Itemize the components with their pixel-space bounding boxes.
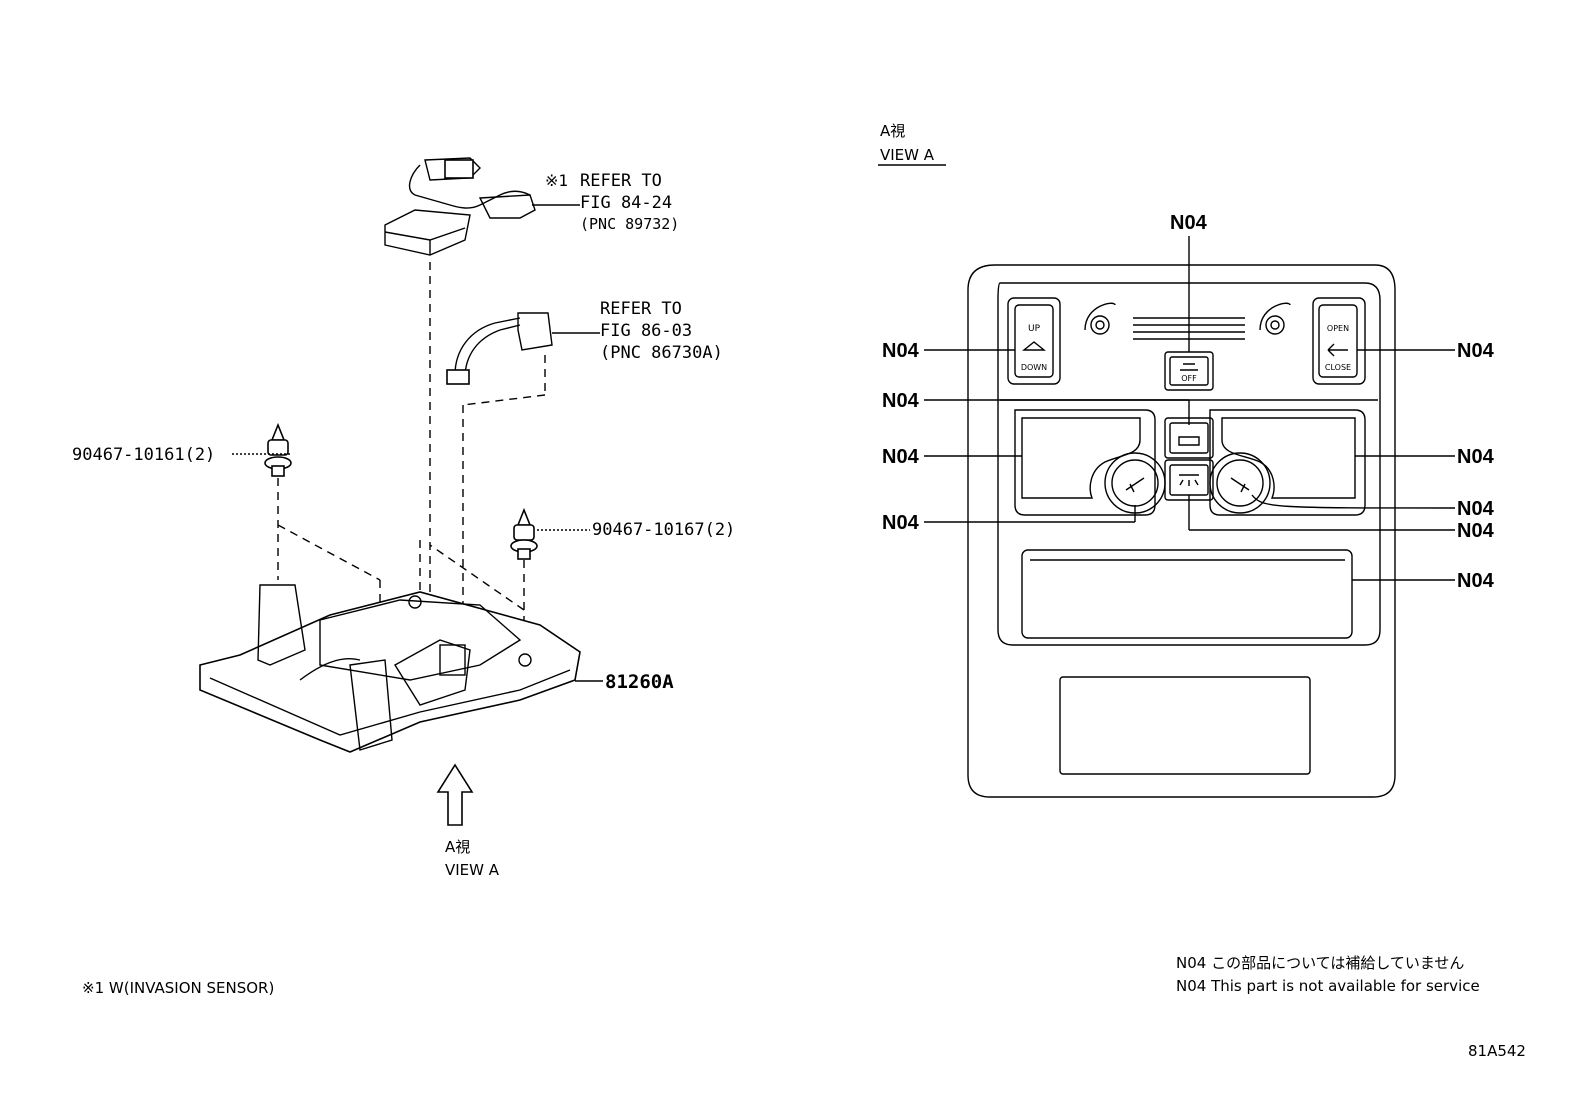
n04-callout-left-4: N04 — [882, 512, 920, 534]
overhead-console-body — [199, 584, 581, 753]
dome-off-icon — [1180, 363, 1198, 371]
sunroof-slide-icon — [1327, 343, 1348, 357]
clip-90467-10161 — [264, 422, 292, 477]
assembly-lines — [277, 262, 546, 660]
right-map-lamp-icon — [1230, 477, 1250, 493]
n04-callout-right-5: N04 — [1457, 570, 1495, 592]
assembly-part-number: 81260A — [605, 671, 674, 693]
refer1-prefix: ※1 — [545, 171, 568, 190]
n04-callout-right-1: N04 — [1457, 340, 1495, 362]
n04-callout-left-1: N04 — [882, 340, 920, 362]
view-a-arrow-icon — [436, 763, 474, 826]
figure-id: 81A542 — [1468, 1042, 1526, 1060]
refer1-line3: (PNC 89732) — [580, 215, 679, 233]
clip-90467-10167 — [510, 507, 538, 560]
note-jp: N04 この部品については補給していません — [1176, 954, 1464, 972]
up-label: UP — [1028, 324, 1041, 334]
left-view-en: VIEW A — [445, 861, 500, 879]
harness-2 — [446, 312, 553, 385]
invasion-sensor-harness — [384, 157, 536, 256]
clip2-part-number: 90467-10167(2) — [592, 520, 735, 540]
clip1-part-number: 90467-10161(2) — [72, 445, 215, 465]
left-view-jp: A視 — [445, 838, 470, 856]
n04-callout-left-3: N04 — [882, 446, 920, 468]
room-lamp-icon — [1179, 474, 1199, 486]
refer2-line3: (PNC 86730A) — [600, 343, 723, 363]
n04-callout-right-4: N04 — [1457, 520, 1495, 542]
door-lamp-icon — [1178, 436, 1200, 446]
right-view-jp: A視 — [880, 122, 905, 140]
sunroof-tilt-icon — [1022, 341, 1046, 351]
view-a-panel — [967, 264, 1396, 798]
footnote: ※1 W(INVASION SENSOR) — [82, 979, 274, 997]
left-map-lamp-icon — [1125, 477, 1145, 493]
refer1-line2: FIG 84-24 — [580, 193, 672, 213]
refer1-line1: REFER TO — [580, 171, 662, 191]
refer2-line2: FIG 86-03 — [600, 321, 692, 341]
n04-leaders — [924, 236, 1456, 581]
close-label: CLOSE — [1325, 363, 1351, 372]
open-label: OPEN — [1327, 324, 1349, 333]
n04-callout-right-2: N04 — [1457, 446, 1495, 468]
n04-callout-top: N04 — [1170, 212, 1208, 234]
n04-callout-right-3: N04 — [1457, 498, 1495, 520]
off-label: OFF — [1181, 374, 1197, 383]
refer2-line1: REFER TO — [600, 299, 682, 319]
right-view-en: VIEW A — [880, 146, 935, 164]
down-label: DOWN — [1021, 363, 1047, 372]
note-en: N04 This part is not available for servi… — [1176, 977, 1480, 995]
n04-callout-left-2: N04 — [882, 390, 920, 412]
